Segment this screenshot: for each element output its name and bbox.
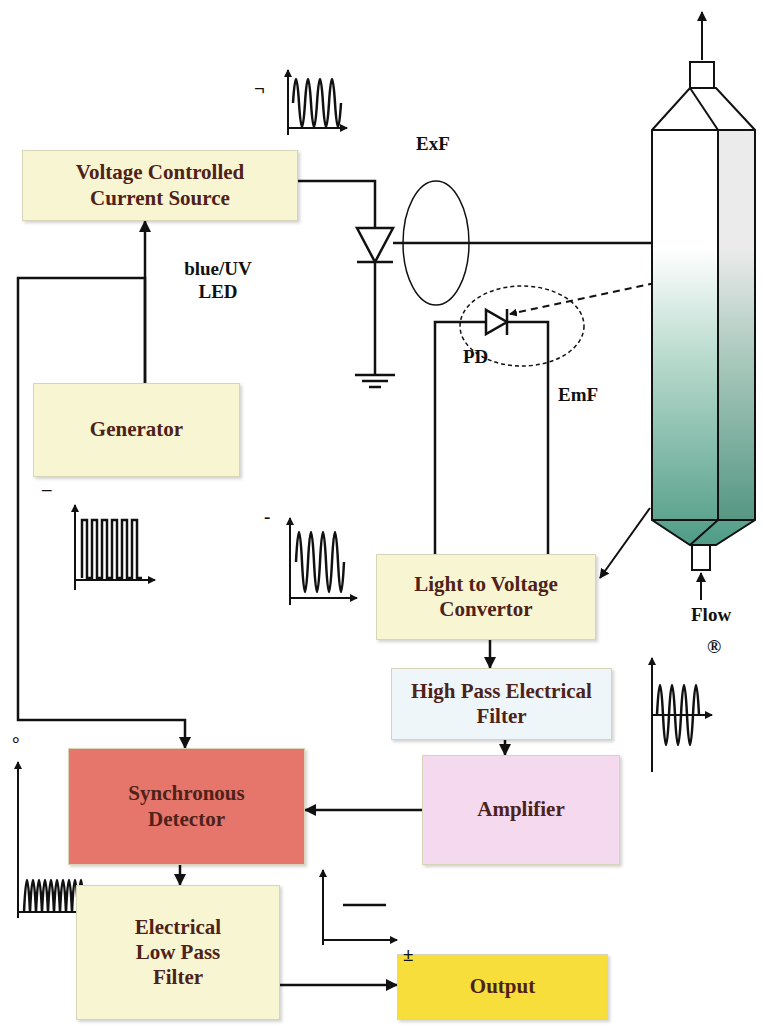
annotation-label: EmF [558,384,598,407]
led-circuit [298,181,652,387]
annotation-label: ® [707,636,721,659]
signal-connector [305,809,422,812]
flow-label: Flow [691,604,731,627]
signal-connector [280,984,397,987]
flow-cell [600,12,755,600]
annotation-label: - [264,506,270,529]
box-label: Amplifier [477,797,564,822]
annotation-label: blue/UV LED [168,258,268,304]
annotation-label: ¬ [254,78,265,101]
annotation-label: PD [463,346,488,369]
detector-box: Synchronous Detector [68,748,305,865]
signal-connector [489,640,492,668]
signal-connector [179,865,182,885]
sine-waveform [288,70,347,135]
generator-box: Generator [33,383,240,477]
amplifier-box: Amplifier [422,755,620,865]
signal-connector [504,740,507,755]
box-label: Output [470,974,535,999]
sine-waveform [290,518,357,605]
box-label: Electrical Low Pass Filter [116,915,241,991]
box-label: Voltage Controlled Current Source [45,160,275,210]
square-waveform [75,505,155,590]
annotation-label: ± [403,944,413,967]
annotation-label: ° [12,733,20,756]
box-label: High Pass Electrical Filter [409,679,594,729]
converter-box: Light to Voltage Convertor [376,554,596,640]
filter-box: Electrical Low Pass Filter [76,885,280,1020]
signal-connector [18,278,185,748]
annotation-label: ExF [416,133,450,156]
photodiode-symbol [435,309,548,554]
dc-waveform [323,870,397,945]
emission-ray [510,283,655,314]
excitation-field [403,181,469,305]
annotation-label: – [42,478,52,501]
filter-box: High Pass Electrical Filter [391,668,612,740]
box-label: Synchronous Detector [97,781,277,831]
box-label: Generator [90,417,183,442]
sine-waveform [652,658,712,772]
box-label: Light to Voltage Convertor [386,572,586,622]
output-box: Output [397,954,608,1020]
current-source-box: Voltage Controlled Current Source [22,150,298,221]
